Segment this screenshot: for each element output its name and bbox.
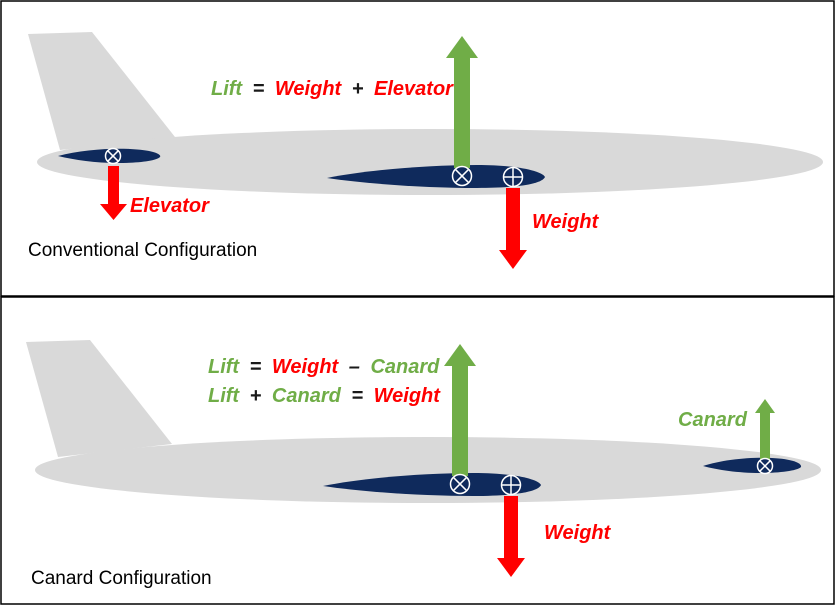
caption-canard: Canard Configuration <box>31 568 212 589</box>
weight-arrow <box>499 188 527 269</box>
lift-equation-2: Lift + Canard = Weight <box>208 385 441 407</box>
elevator-force-arrow <box>100 166 127 220</box>
fuselage <box>35 437 821 503</box>
eq1-equals: = <box>250 356 262 378</box>
eq1-lift: Lift <box>208 356 240 378</box>
circle-plus-icon <box>500 474 522 496</box>
lift-equation-1: Lift = Weight – Canard <box>208 356 440 378</box>
weight-arrow <box>497 496 525 577</box>
eq-plus: + <box>352 78 364 100</box>
canard-lift-arrow <box>755 399 775 460</box>
eq2-plus: + <box>250 385 262 407</box>
weight-label: Weight <box>544 522 612 544</box>
eq2-canard: Canard <box>272 385 342 407</box>
canard-wing <box>703 457 802 473</box>
eq-weight: Weight <box>275 78 343 100</box>
fuselage <box>37 129 823 195</box>
eq2-lift: Lift <box>208 385 240 407</box>
circle-x-icon <box>449 473 471 495</box>
eq1-canard: Canard <box>370 356 440 378</box>
circle-x-icon <box>104 147 122 165</box>
elevator-label: Elevator <box>130 195 210 217</box>
bottom-panel: Weight Canard Lift = Weight – Canard Lif… <box>0 296 835 605</box>
eq1-weight: Weight <box>272 356 340 378</box>
circle-plus-icon <box>502 166 524 188</box>
top-panel: Elevator Weight Lift = Weight <box>0 0 835 297</box>
tail-fin <box>26 340 172 457</box>
caption-conventional: Conventional Configuration <box>28 240 257 261</box>
eq-lift: Lift <box>211 78 243 100</box>
lift-arrow <box>444 344 476 476</box>
eq-equals: = <box>253 78 265 100</box>
lift-equation: Lift = Weight + Elevator <box>211 78 454 100</box>
eq2-equals: = <box>351 385 363 407</box>
weight-label: Weight <box>532 211 600 233</box>
eq-elevator: Elevator <box>374 78 454 100</box>
eq1-minus: – <box>349 356 360 378</box>
lift-arrow <box>446 36 478 168</box>
circle-x-icon <box>756 457 774 475</box>
eq2-weight: Weight <box>374 385 442 407</box>
tail-fin <box>28 32 175 150</box>
canard-label: Canard <box>678 409 748 431</box>
circle-x-icon <box>451 165 473 187</box>
